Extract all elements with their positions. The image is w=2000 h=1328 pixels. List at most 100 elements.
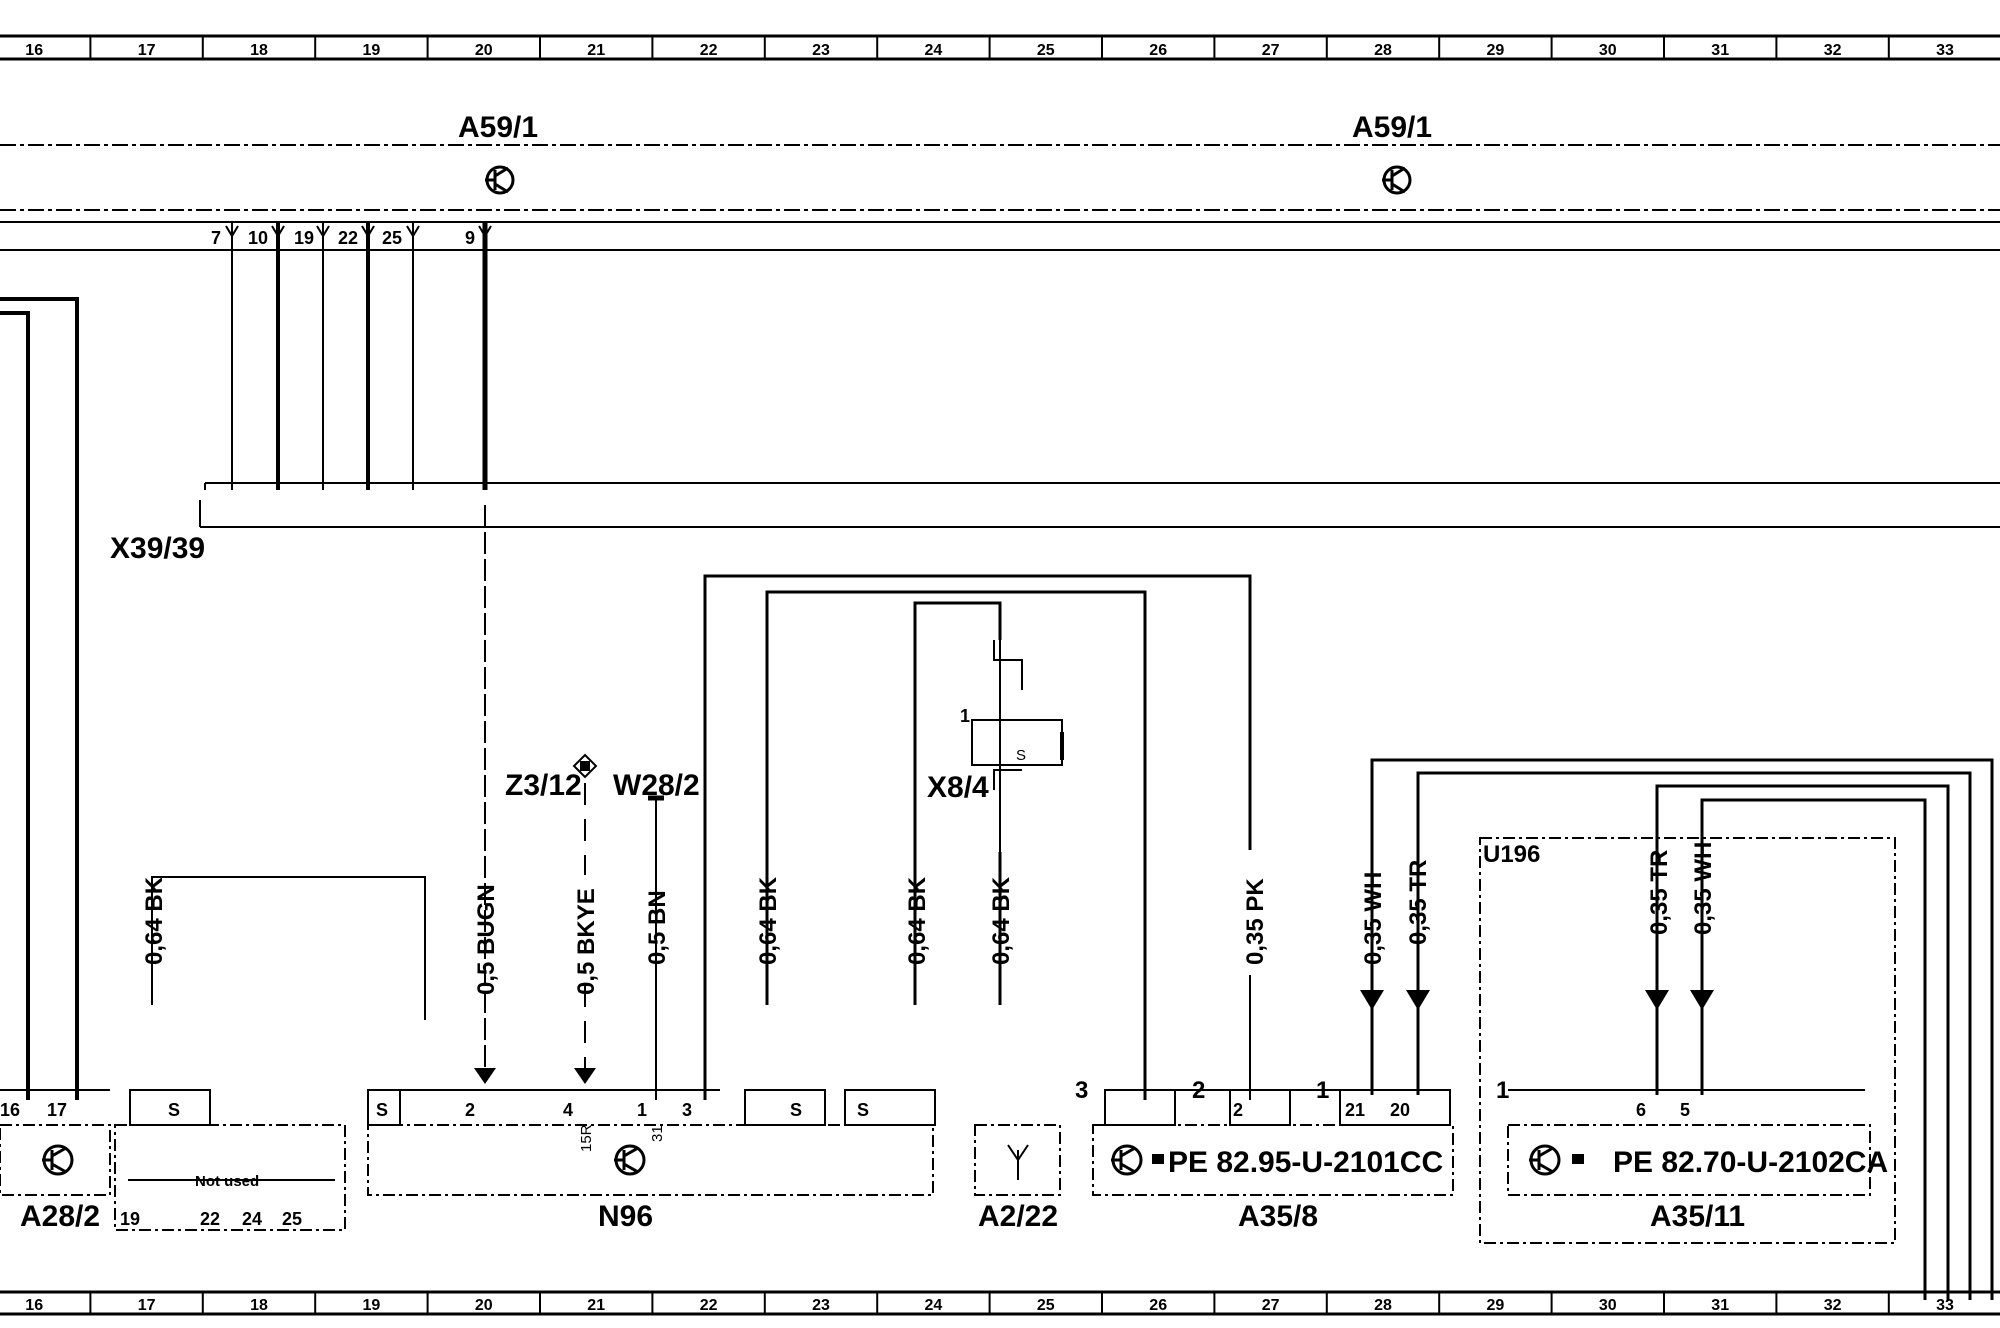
a35-8-pin: 2 <box>1233 1100 1243 1120</box>
a35-8-pin: 3 <box>1075 1077 1088 1104</box>
top-ruler-number: 31 <box>1711 42 1729 59</box>
bus-pin-label: 19 <box>294 228 314 248</box>
top-ruler-number: 18 <box>250 42 268 59</box>
top-ruler-number: 21 <box>587 42 605 59</box>
a28-pin: 16 <box>0 1100 20 1120</box>
notused-pin: 24 <box>242 1209 262 1229</box>
a35-11-label: A35/11 <box>1650 1200 1745 1233</box>
top-ruler-number: 17 <box>138 42 156 59</box>
n96b-pin: S <box>857 1100 869 1120</box>
a35-8-pin: 2 <box>1192 1077 1205 1104</box>
top-ruler-number: 30 <box>1599 42 1617 59</box>
a59-right-symbol-icon <box>1382 165 1412 195</box>
u196-box <box>1479 837 1896 1244</box>
n96-wires <box>703 574 1252 1100</box>
n96-pin: 3 <box>682 1100 692 1120</box>
bus-pin-label: 10 <box>248 228 268 248</box>
a35-11-ref: PE 82.70-U-2102CA <box>1613 1146 1888 1179</box>
bottom-ruler-number: 20 <box>475 1297 493 1314</box>
bottom-ruler-number: 21 <box>587 1297 605 1314</box>
notused-box <box>114 1124 346 1231</box>
arrow-triangles <box>474 990 1714 1084</box>
a35-11-pin: 1 <box>1496 1077 1509 1104</box>
a28-loop <box>151 876 426 1020</box>
top-ruler-number: 26 <box>1149 42 1167 59</box>
a59-left-symbol-icon <box>485 165 515 195</box>
top-ruler-number: 19 <box>363 42 381 59</box>
a35-11-hand-icon <box>1572 1154 1584 1164</box>
a28-pin: 17 <box>47 1100 67 1120</box>
a35-8-symbol-icon <box>1111 1144 1143 1176</box>
n96-symbol-icon <box>614 1144 646 1176</box>
a35-8-label: A35/8 <box>1238 1200 1318 1233</box>
bottom-ruler-number: 22 <box>700 1297 718 1314</box>
bus-pin-arrows <box>225 225 492 238</box>
left-wires <box>0 297 79 1100</box>
a35-11-symbol-icon <box>1529 1144 1561 1176</box>
top-ruler-number: 22 <box>700 42 718 59</box>
wire-label: 0,5 BKYE <box>573 888 600 995</box>
x39-label: X39/39 <box>110 532 205 565</box>
a35-11-pin: 6 <box>1636 1100 1646 1120</box>
top-ruler-number: 29 <box>1487 42 1505 59</box>
z3-diamond-icon <box>572 753 598 779</box>
a28-label: A28/2 <box>20 1200 100 1233</box>
a35-8-pin: 1 <box>1316 1077 1329 1104</box>
notused-pin: 22 <box>200 1209 220 1229</box>
notused-label: Not used <box>195 1173 259 1190</box>
x8-pin-label: 1 <box>960 706 970 726</box>
top-ruler-number: 20 <box>475 42 493 59</box>
bottom-ruler-number: 29 <box>1487 1297 1505 1314</box>
a35-8-hand-icon <box>1152 1154 1164 1164</box>
can-bus-lines <box>0 144 2000 251</box>
bus-pin-drops <box>231 222 488 490</box>
top-ruler-number: 32 <box>1824 42 1842 59</box>
notused-pin: 19 <box>120 1209 140 1229</box>
a59-left-label: A59/1 <box>458 111 538 144</box>
wire-label: 0,64 BK <box>904 876 931 965</box>
bottom-ruler-number: 32 <box>1824 1297 1842 1314</box>
bottom-ruler-number: 31 <box>1711 1297 1729 1314</box>
bottom-ruler-number: 25 <box>1037 1297 1055 1314</box>
u196-label: U196 <box>1483 841 1540 868</box>
bottom-ruler-number: 18 <box>250 1297 268 1314</box>
bottom-ruler-number: 17 <box>138 1297 156 1314</box>
top-ruler-number: 16 <box>25 42 43 59</box>
bottom-ruler-number: 16 <box>25 1297 43 1314</box>
bottom-ruler-number: 26 <box>1149 1297 1167 1314</box>
a35-11-pin: 5 <box>1680 1100 1690 1120</box>
x39-connector <box>199 482 2000 528</box>
x8-connector <box>971 640 1064 852</box>
top-ruler-number: 28 <box>1374 42 1392 59</box>
top-ruler-number: 27 <box>1262 42 1280 59</box>
bus-pin-label: 7 <box>211 228 221 248</box>
a2-label: A2/22 <box>978 1200 1058 1233</box>
n96-15r: 15R <box>578 1124 595 1152</box>
n96-pin: S <box>376 1100 388 1120</box>
bus-pin-label: 9 <box>465 228 475 248</box>
a2-component <box>974 1124 1061 1196</box>
n96-component <box>367 1089 936 1196</box>
wire-label: 0,35 PK <box>1242 878 1269 965</box>
top-ruler-number: 25 <box>1037 42 1055 59</box>
a35-8-pin: 20 <box>1390 1100 1410 1120</box>
top-ruler-number: 33 <box>1936 42 1954 59</box>
z3-label: Z3/12 <box>505 769 582 802</box>
bottom-ruler-number: 30 <box>1599 1297 1617 1314</box>
wire-label: 0,64 BK <box>141 876 168 965</box>
n96-pin: 2 <box>465 1100 475 1120</box>
bus-pin-label: 25 <box>382 228 402 248</box>
bottom-ruler-number: 19 <box>363 1297 381 1314</box>
a28-symbol-icon <box>42 1144 74 1176</box>
a35-11-component <box>1507 1089 1871 1196</box>
n96-31: 31 <box>649 1125 666 1142</box>
w28-label: W28/2 <box>613 769 700 802</box>
x8-label: X8/4 <box>927 771 989 804</box>
right-wires <box>1370 758 1994 1300</box>
x8-s-label: S <box>1016 747 1026 764</box>
wire-label: 0,35 TR <box>1646 850 1673 935</box>
n96-label: N96 <box>598 1200 653 1233</box>
